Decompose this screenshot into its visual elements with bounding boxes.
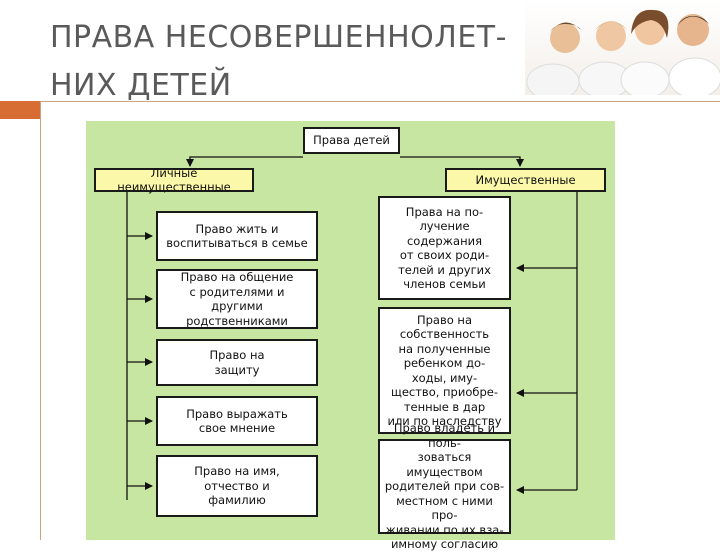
- root-node: Права детей: [303, 127, 400, 154]
- left-item-3-label: Право на защиту: [209, 348, 265, 377]
- slide-title-line-2: НИХ ДЕТЕЙ: [50, 68, 232, 103]
- right-item-2-label: Право на собственность на полученные реб…: [387, 312, 502, 429]
- title-divider: [40, 101, 720, 102]
- left-branch-label: Личные неимущественные: [117, 165, 231, 195]
- right-item-1-label: Права на по- лучение содержания от своих…: [398, 204, 491, 292]
- left-item-1: Право жить и воспитываться в семье: [156, 211, 318, 261]
- root-to-left-arrow: [186, 156, 303, 167]
- diagram-connectors: [126, 156, 578, 500]
- left-item-2: Право на общение с родителями и другими …: [156, 269, 318, 329]
- root-label: Права детей: [313, 133, 390, 148]
- left-item-4: Право выражать свое мнение: [156, 396, 318, 446]
- accent-bar: [0, 101, 40, 119]
- left-branch-header: Личные неимущественные: [94, 165, 254, 195]
- left-item-2-label: Право на общение с родителями и другими …: [180, 270, 294, 328]
- left-item-1-label: Право жить и воспитываться в семье: [166, 221, 308, 251]
- slide-title: ПРАВА НЕСОВЕРШЕННОЛЕТ- НИХ ДЕТЕЙ: [50, 14, 530, 110]
- right-item-1: Права на по- лучение содержания от своих…: [378, 196, 511, 300]
- left-item-5-label: Право на имя, отчество и фамилию: [194, 464, 280, 508]
- right-branch-label: Имущественные: [475, 172, 576, 187]
- right-item-2: Право на собственность на полученные реб…: [378, 307, 511, 434]
- left-item-3: Право на защиту: [156, 339, 318, 386]
- right-item-3-label: Право владеть и поль- зоваться имущество…: [384, 421, 505, 552]
- root-to-right-arrow: [400, 156, 524, 167]
- left-divider: [40, 101, 41, 540]
- left-item-5: Право на имя, отчество и фамилию: [156, 455, 318, 517]
- right-item-3: Право владеть и поль- зоваться имущество…: [378, 421, 511, 551]
- left-item-4-label: Право выражать свое мнение: [186, 406, 288, 436]
- right-branch-header: Имущественные: [445, 168, 606, 192]
- family-photo: [525, 0, 720, 95]
- slide-title-line-1: ПРАВА НЕСОВЕРШЕННОЛЕТ-: [50, 20, 507, 55]
